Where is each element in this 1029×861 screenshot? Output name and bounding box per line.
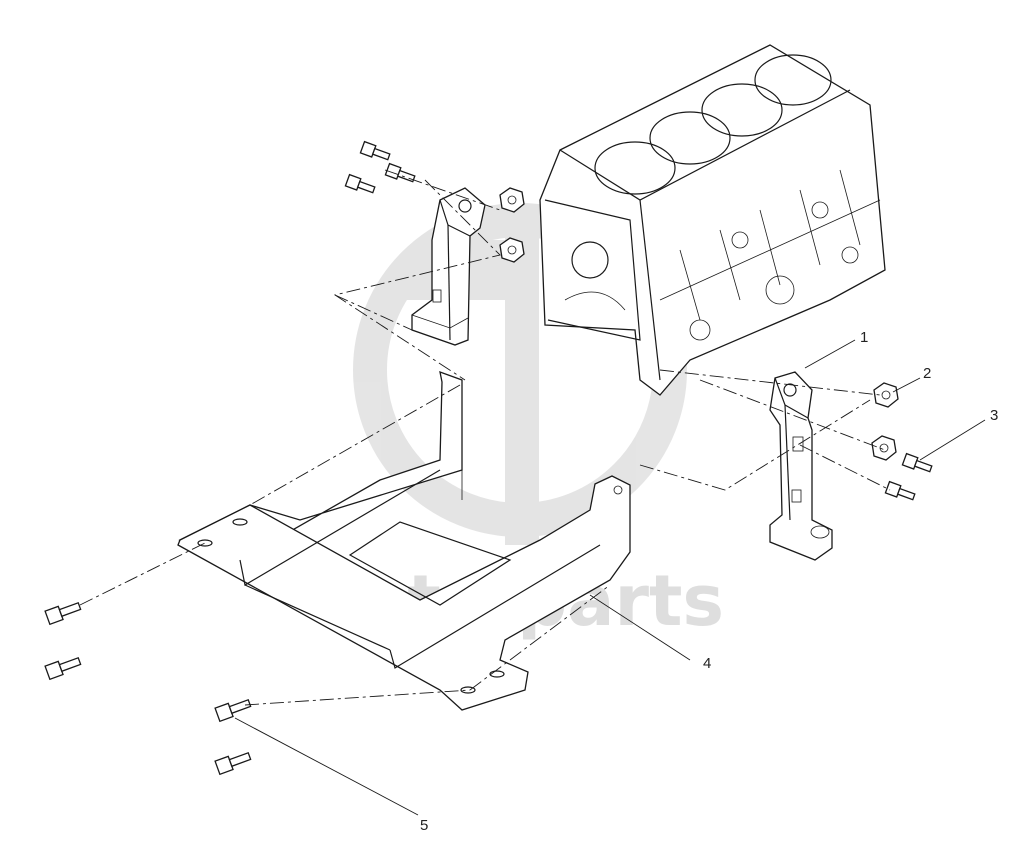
bolt-top-1 bbox=[359, 140, 391, 161]
bolt-top-3 bbox=[344, 173, 376, 194]
leader-lines bbox=[234, 339, 986, 816]
nut-lower-left bbox=[499, 237, 525, 263]
bolt-bottom-2 bbox=[214, 751, 252, 776]
callout-4: 4 bbox=[703, 655, 711, 672]
bolt-bottom-1 bbox=[214, 698, 252, 723]
callout-2: 2 bbox=[923, 365, 931, 382]
bolt-left-2 bbox=[44, 656, 82, 681]
callout-3: 3 bbox=[990, 407, 998, 424]
base-plate bbox=[177, 370, 631, 711]
bolt-right-1 bbox=[901, 452, 933, 473]
right-mounting-bracket bbox=[769, 371, 833, 561]
nut-upper-left bbox=[499, 187, 525, 213]
assembly-lines bbox=[79, 169, 891, 706]
callout-5: 5 bbox=[420, 817, 428, 834]
nut-lower-right bbox=[871, 435, 897, 461]
bolt-top-2 bbox=[384, 162, 416, 183]
callout-1: 1 bbox=[860, 329, 868, 346]
engine-block bbox=[539, 44, 886, 396]
bolt-right-2 bbox=[884, 480, 916, 501]
left-mounting-bracket bbox=[411, 187, 486, 346]
bolt-left-1 bbox=[44, 601, 82, 626]
nut-upper-right bbox=[873, 382, 899, 408]
